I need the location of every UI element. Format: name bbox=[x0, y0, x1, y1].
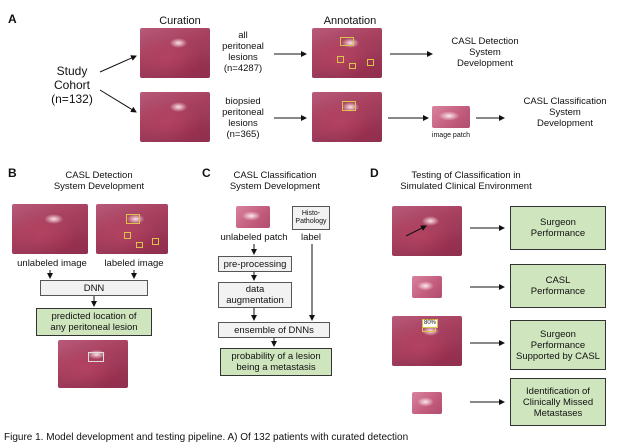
probability-badge: 80% bbox=[422, 319, 439, 328]
casl-test-patch bbox=[412, 276, 442, 298]
panel-b-label: B bbox=[8, 166, 17, 180]
augmentation-box: data augmentation bbox=[218, 282, 292, 308]
arrow bbox=[99, 55, 137, 73]
arrow bbox=[99, 89, 137, 113]
bounding-box bbox=[126, 214, 140, 224]
outcome-surgeon-performance: Surgeon Performance bbox=[510, 206, 606, 250]
annotated-image-biopsied-lesions bbox=[312, 92, 382, 142]
panel-b-title: CASL Detection System Development bbox=[53, 170, 145, 192]
bounding-box bbox=[124, 232, 131, 239]
curation-heading: Curation bbox=[159, 15, 201, 27]
annotation-heading: Annotation bbox=[323, 15, 377, 27]
labeled-image-label: labeled image bbox=[104, 258, 164, 269]
surgeon-test-image bbox=[392, 206, 462, 256]
outcome-casl-performance: CASL Performance bbox=[510, 264, 606, 308]
unlabeled-image bbox=[12, 204, 88, 254]
bounding-box bbox=[337, 56, 344, 63]
bounding-box bbox=[88, 352, 104, 362]
all-lesions-label: all peritoneal lesions (n=4287) bbox=[222, 30, 264, 74]
detection-result-image bbox=[58, 340, 128, 388]
detection-dev-label: CASL Detection System Development bbox=[451, 36, 519, 69]
pointer-arrow bbox=[405, 225, 427, 237]
panel-c-label: C bbox=[202, 166, 211, 180]
bounding-box bbox=[340, 37, 354, 46]
figure-caption: Figure 1. Model development and testing … bbox=[4, 432, 409, 443]
bounding-box bbox=[342, 101, 356, 111]
unlabeled-image-label: unlabeled image bbox=[17, 258, 87, 269]
curated-image-all-lesions bbox=[140, 28, 210, 78]
image-patch-label: image patch bbox=[431, 132, 471, 139]
unlabeled-patch-thumbnail bbox=[236, 206, 270, 228]
image-patch-thumbnail bbox=[432, 106, 470, 128]
dnn-box: DNN bbox=[40, 280, 148, 296]
panel-d-title: Testing of Classification in Simulated C… bbox=[400, 170, 532, 192]
supported-test-image: 80% bbox=[392, 316, 462, 366]
outcome-supported-performance: Surgeon Performance Supported by CASL bbox=[510, 320, 606, 370]
study-cohort-label: Study Cohort (n=132) bbox=[51, 64, 93, 106]
unlabeled-patch-label: unlabeled patch bbox=[220, 232, 288, 243]
missed-metastases-patch bbox=[412, 392, 442, 414]
bounding-box bbox=[152, 238, 159, 245]
histopathology-box: Histo- Pathology bbox=[292, 206, 330, 230]
panel-d-label: D bbox=[370, 166, 379, 180]
outcome-missed-metastases: Identification of Clinically Missed Meta… bbox=[510, 378, 606, 426]
preprocessing-box: pre-processing bbox=[218, 256, 292, 272]
panel-c-title: CASL Classification System Development bbox=[229, 170, 321, 192]
ensemble-box: ensemble of DNNs bbox=[218, 322, 330, 338]
detection-output-box: predicted location of any peritoneal les… bbox=[36, 308, 152, 336]
classification-output-box: probability of a lesion being a metastas… bbox=[220, 348, 332, 376]
curated-image-biopsied-lesions bbox=[140, 92, 210, 142]
biopsied-lesions-label: biopsied peritoneal lesions (n=365) bbox=[222, 96, 264, 140]
annotated-image-all-lesions bbox=[312, 28, 382, 78]
bounding-box bbox=[349, 63, 356, 69]
classification-dev-label: CASL Classification System Development bbox=[523, 96, 607, 129]
label-text: label bbox=[300, 232, 322, 243]
labeled-image bbox=[96, 204, 168, 254]
panel-a-label: A bbox=[8, 12, 17, 26]
bounding-box bbox=[136, 242, 143, 248]
bounding-box bbox=[367, 59, 374, 66]
